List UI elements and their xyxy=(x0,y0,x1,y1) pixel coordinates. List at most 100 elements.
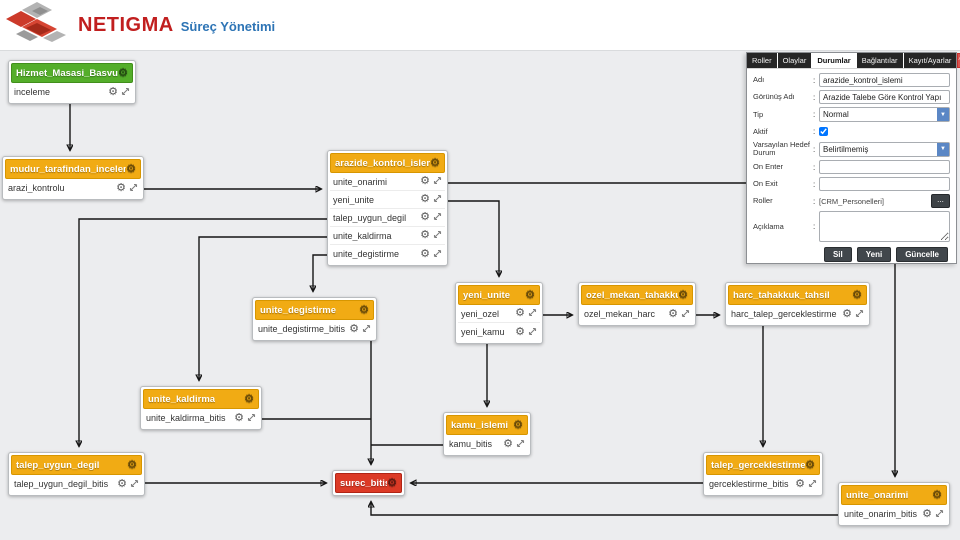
tab-baglantilar[interactable]: Bağlantılar xyxy=(856,53,903,68)
gear-icon[interactable]: ⚙ xyxy=(117,477,127,490)
tab-durumlar[interactable]: Durumlar xyxy=(812,53,856,68)
gear-icon[interactable]: ⚙ xyxy=(349,322,359,335)
gorunus-adi-input[interactable] xyxy=(819,90,950,104)
node-header-talep_uygun_degil[interactable]: talep_uygun_degil⚙ xyxy=(11,455,142,475)
panel-collapse-button[interactable]: ^ xyxy=(957,53,960,68)
link-icon[interactable] xyxy=(528,327,537,338)
state-row-yeni_unite[interactable]: yeni_unite⚙ xyxy=(330,191,445,209)
gear-icon[interactable]: ⚙ xyxy=(678,288,688,301)
aktif-checkbox[interactable] xyxy=(819,127,828,136)
node-unite_degistirme[interactable]: unite_degistirme⚙unite_degistirme_bitis⚙ xyxy=(252,297,377,341)
state-row-talep_uygun_degil_bitis[interactable]: talep_uygun_degil_bitis⚙ xyxy=(11,475,142,493)
node-harc_tahakkuk_tahsil[interactable]: harc_tahakkuk_tahsil⚙harc_talep_gercekle… xyxy=(725,282,870,326)
tip-select[interactable]: Normal ▼ xyxy=(819,107,950,122)
node-header-hizmet_masasi_basvuru[interactable]: Hizmet_Masasi_Basvuru⚙ xyxy=(11,63,133,83)
sil-button[interactable]: Sil xyxy=(823,247,852,262)
state-row-kamu_bitis[interactable]: kamu_bitis⚙ xyxy=(446,435,528,453)
gear-icon[interactable]: ⚙ xyxy=(420,175,430,187)
link-icon[interactable] xyxy=(433,249,442,260)
gear-icon[interactable]: ⚙ xyxy=(127,458,137,471)
state-row-harc_talep_gerceklestirme[interactable]: harc_talep_gerceklestirme⚙ xyxy=(728,305,867,323)
varsayilan-hedef-durum-select[interactable]: Belirtilmemiş ▼ xyxy=(819,141,950,157)
gear-icon[interactable]: ⚙ xyxy=(805,458,815,471)
node-surec_bitis[interactable]: surec_bitis⚙ xyxy=(332,470,405,496)
yeni-button[interactable]: Yeni xyxy=(856,247,892,262)
node-talep_uygun_degil[interactable]: talep_uygun_degil⚙talep_uygun_degil_biti… xyxy=(8,452,145,496)
on-enter-input[interactable] xyxy=(819,160,950,174)
node-header-kamu_islemi[interactable]: kamu_islemi⚙ xyxy=(446,415,528,435)
gear-icon[interactable]: ⚙ xyxy=(126,162,136,175)
link-icon[interactable] xyxy=(516,439,525,450)
node-hizmet_masasi_basvuru[interactable]: Hizmet_Masasi_Basvuru⚙inceleme⚙ xyxy=(8,60,136,104)
gear-icon[interactable]: ⚙ xyxy=(420,229,430,241)
gear-icon[interactable]: ⚙ xyxy=(922,507,932,520)
link-icon[interactable] xyxy=(130,479,139,490)
guncelle-button[interactable]: Güncelle xyxy=(896,247,948,262)
node-unite_onarimi_node[interactable]: unite_onarimi⚙unite_onarim_bitis⚙ xyxy=(838,482,950,526)
state-row-gerceklestirme_bitis[interactable]: gerceklestirme_bitis⚙ xyxy=(706,475,820,493)
node-talep_gerceklestirme[interactable]: talep_gerceklestirme⚙gerceklestirme_biti… xyxy=(703,452,823,496)
gear-icon[interactable]: ⚙ xyxy=(525,288,535,301)
node-header-arazide_kontrol_islemi[interactable]: arazide_kontrol_islemi⚙ xyxy=(330,153,445,173)
state-row-arazi_kontrolu[interactable]: arazi_kontrolu⚙ xyxy=(5,179,141,197)
link-icon[interactable] xyxy=(247,413,256,424)
node-yeni_unite[interactable]: yeni_unite⚙yeni_ozel⚙yeni_kamu⚙ xyxy=(455,282,543,344)
node-header-talep_gerceklestirme[interactable]: talep_gerceklestirme⚙ xyxy=(706,455,820,475)
node-header-unite_onarimi_node[interactable]: unite_onarimi⚙ xyxy=(841,485,947,505)
link-icon[interactable] xyxy=(362,324,371,335)
gear-icon[interactable]: ⚙ xyxy=(513,418,523,431)
gear-icon[interactable]: ⚙ xyxy=(234,411,244,424)
state-row-unite_kaldirma[interactable]: unite_kaldirma⚙ xyxy=(330,227,445,245)
state-row-inceleme[interactable]: inceleme⚙ xyxy=(11,83,133,101)
adi-input[interactable] xyxy=(819,73,950,87)
state-row-ozel_mekan_harc[interactable]: ozel_mekan_harc⚙ xyxy=(581,305,693,323)
tab-roller[interactable]: Roller xyxy=(747,53,777,68)
node-header-ozel_mekan_tahakkuk[interactable]: ozel_mekan_tahakkuk⚙ xyxy=(581,285,693,305)
gear-icon[interactable]: ⚙ xyxy=(420,193,430,205)
node-kamu_islemi[interactable]: kamu_islemi⚙kamu_bitis⚙ xyxy=(443,412,531,456)
gear-icon[interactable]: ⚙ xyxy=(842,307,852,320)
state-row-yeni_kamu[interactable]: yeni_kamu⚙ xyxy=(458,323,540,341)
gear-icon[interactable]: ⚙ xyxy=(795,477,805,490)
link-icon[interactable] xyxy=(433,194,442,205)
gear-icon[interactable]: ⚙ xyxy=(420,247,430,260)
state-row-unite_onarimi[interactable]: unite_onarimi⚙ xyxy=(330,173,445,191)
gear-icon[interactable]: ⚙ xyxy=(503,437,513,450)
gear-icon[interactable]: ⚙ xyxy=(668,307,678,320)
state-row-talep_uygun_degil[interactable]: talep_uygun_degil⚙ xyxy=(330,209,445,227)
link-icon[interactable] xyxy=(855,309,864,320)
node-header-harc_tahakkuk_tahsil[interactable]: harc_tahakkuk_tahsil⚙ xyxy=(728,285,867,305)
gear-icon[interactable]: ⚙ xyxy=(244,392,254,405)
roller-browse-button[interactable]: ... xyxy=(931,194,950,208)
gear-icon[interactable]: ⚙ xyxy=(387,476,397,489)
link-icon[interactable] xyxy=(681,309,690,320)
link-icon[interactable] xyxy=(935,509,944,520)
gear-icon[interactable]: ⚙ xyxy=(118,66,128,79)
node-unite_kaldirma[interactable]: unite_kaldirma⚙unite_kaldirma_bitis⚙ xyxy=(140,386,262,430)
aciklama-textarea[interactable] xyxy=(819,211,950,242)
tab-kayit-ayarlar[interactable]: Kayıt/Ayarlar xyxy=(903,53,957,68)
node-header-mudur_tarafindan_inceleme[interactable]: mudur_tarafindan_inceleme⚙ xyxy=(5,159,141,179)
link-icon[interactable] xyxy=(121,87,130,98)
node-arazide_kontrol_islemi[interactable]: arazide_kontrol_islemi⚙unite_onarimi⚙yen… xyxy=(327,150,448,266)
gear-icon[interactable]: ⚙ xyxy=(108,85,118,98)
state-row-yeni_ozel[interactable]: yeni_ozel⚙ xyxy=(458,305,540,323)
gear-icon[interactable]: ⚙ xyxy=(515,325,525,338)
link-icon[interactable] xyxy=(433,212,442,223)
gear-icon[interactable]: ⚙ xyxy=(420,211,430,223)
state-row-unite_kaldirma_bitis[interactable]: unite_kaldirma_bitis⚙ xyxy=(143,409,259,427)
gear-icon[interactable]: ⚙ xyxy=(116,181,126,194)
link-icon[interactable] xyxy=(528,308,537,319)
node-ozel_mekan_tahakkuk[interactable]: ozel_mekan_tahakkuk⚙ozel_mekan_harc⚙ xyxy=(578,282,696,326)
link-icon[interactable] xyxy=(433,230,442,241)
node-header-surec_bitis[interactable]: surec_bitis⚙ xyxy=(335,473,402,493)
gear-icon[interactable]: ⚙ xyxy=(932,488,942,501)
link-icon[interactable] xyxy=(433,176,442,187)
on-exit-input[interactable] xyxy=(819,177,950,191)
state-row-unite_degistirme[interactable]: unite_degistirme⚙ xyxy=(330,245,445,263)
state-row-unite_degistirme_bitis[interactable]: unite_degistirme_bitis⚙ xyxy=(255,320,374,338)
link-icon[interactable] xyxy=(129,183,138,194)
link-icon[interactable] xyxy=(808,479,817,490)
node-header-unite_kaldirma[interactable]: unite_kaldirma⚙ xyxy=(143,389,259,409)
node-header-unite_degistirme[interactable]: unite_degistirme⚙ xyxy=(255,300,374,320)
